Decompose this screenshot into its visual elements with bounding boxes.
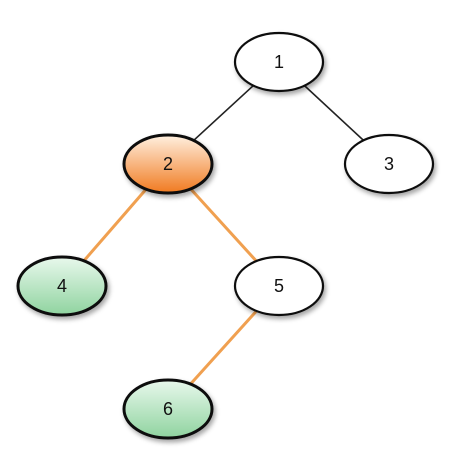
nodes-layer: 1 2 3 4 5 6 — [16, 31, 435, 440]
node-2: 2 — [122, 133, 214, 195]
edge-1-3 — [303, 85, 365, 141]
node-4-label: 4 — [57, 276, 67, 296]
node-5: 5 — [233, 255, 325, 317]
edge-2-4 — [82, 188, 148, 262]
node-2-label: 2 — [163, 154, 173, 174]
node-6-label: 6 — [163, 399, 173, 419]
edges-layer — [82, 84, 365, 386]
node-6-shape — [122, 378, 214, 440]
node-2-shape — [122, 133, 214, 195]
edge-5-6 — [189, 309, 258, 386]
edge-1-2 — [193, 84, 254, 142]
node-3: 3 — [343, 133, 435, 195]
node-3-shape — [343, 133, 435, 195]
node-5-shape — [233, 255, 325, 317]
node-6: 6 — [122, 378, 214, 440]
node-3-label: 3 — [384, 154, 394, 174]
node-4: 4 — [16, 255, 108, 317]
edge-2-5 — [189, 187, 258, 263]
node-1-shape — [233, 31, 325, 93]
node-1: 1 — [233, 31, 325, 93]
node-5-label: 5 — [274, 276, 284, 296]
node-1-label: 1 — [274, 52, 284, 72]
node-4-shape — [16, 255, 108, 317]
